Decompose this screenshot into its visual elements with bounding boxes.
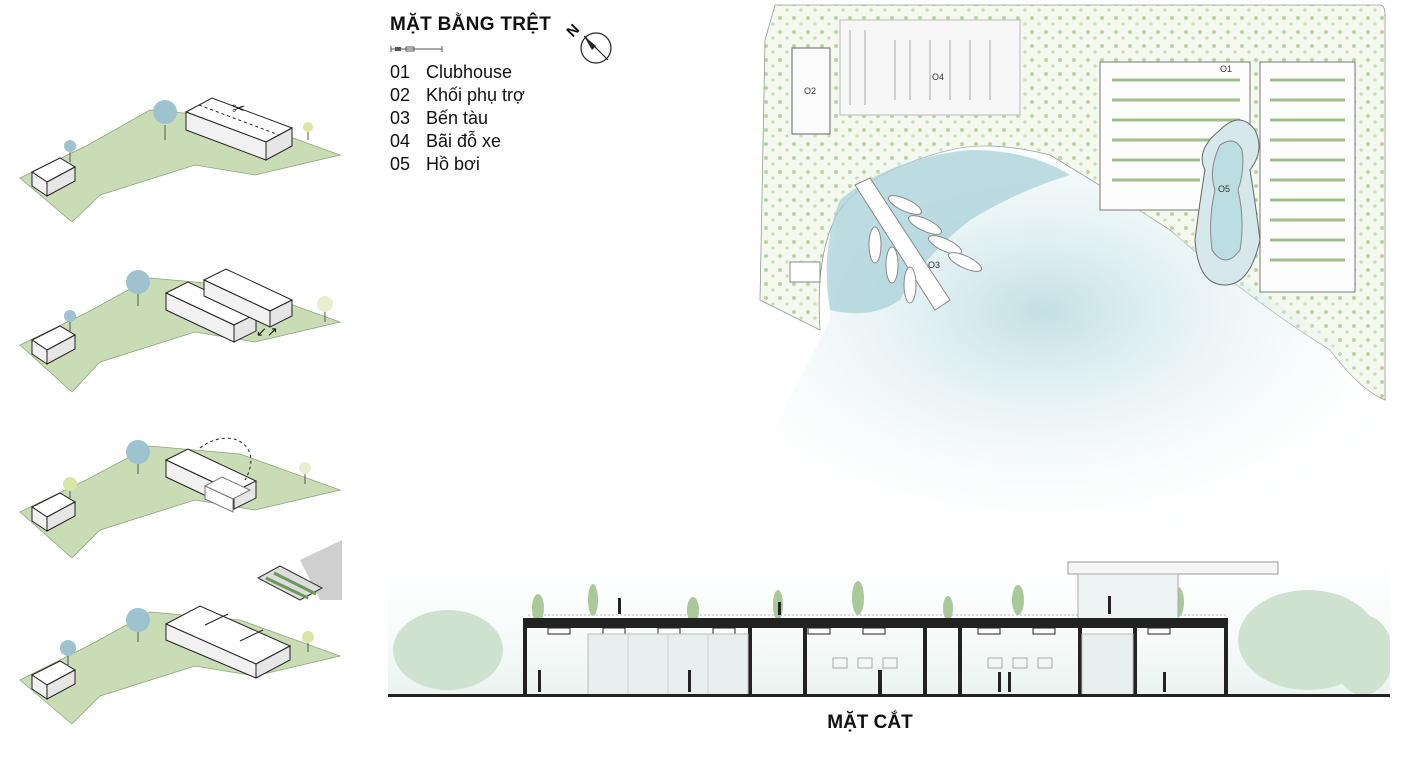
tree-icon [60,640,76,666]
massing-step-1: ✂ [19,97,342,223]
north-arrow-icon: N [563,21,612,64]
section-walls [523,618,1228,695]
small-block [31,157,77,197]
small-block [31,492,77,532]
massing-step-4 [19,605,342,725]
tree-icon [303,122,313,140]
auxiliary-block: O2 [791,47,831,135]
tree-icon [317,296,333,322]
wall-frames [832,657,1053,669]
tree-icon [153,100,177,140]
rotate-arrow-icon [199,437,252,481]
tree-icon [64,310,76,332]
green-roof-hand-illustration [256,540,342,601]
background-trees [393,590,1390,695]
tree-icon [302,631,314,652]
ghost-block [203,476,252,513]
massing-step-2: ↙↗ [19,268,342,393]
plan-label-03: O3 [928,260,940,270]
plan-label-04: O4 [932,72,944,82]
plan-label-05: O5 [1218,184,1230,194]
scissors-icon: ✂ [232,101,245,118]
section-title: MẶT CẮT [827,712,913,733]
final-block [164,605,292,679]
ground-line [388,694,1390,697]
upper-pavilion [1067,561,1279,623]
pool-plan: O5 [1194,119,1261,286]
tree-icon [126,270,150,306]
small-block [31,660,77,700]
tree-icon [126,440,150,474]
parking-lot: O4 [839,19,1021,116]
massing-diagrams: ✂ ↙↗ [19,97,342,725]
plan-label-01: O1 [1220,64,1232,74]
north-label: N [563,21,583,41]
scale-bar [390,46,443,52]
site-plan: O4 O2 O1 O5 [720,4,1386,560]
building-section [388,530,1390,697]
plan-label-02: O2 [804,86,816,96]
move-arrow-icon: ↙↗ [256,324,278,339]
tree-icon [299,462,311,484]
main-block [184,97,294,161]
block-b [202,268,294,328]
people-silhouettes [538,596,1166,694]
marina-pier: O3 [789,177,983,311]
tree-icon [64,140,76,162]
tree-icon [126,608,150,642]
tree-icon [63,477,77,498]
legend-title: MẶT BẰNG TRỆT [390,14,552,35]
massing-step-3 [19,437,342,559]
small-block [31,325,77,365]
